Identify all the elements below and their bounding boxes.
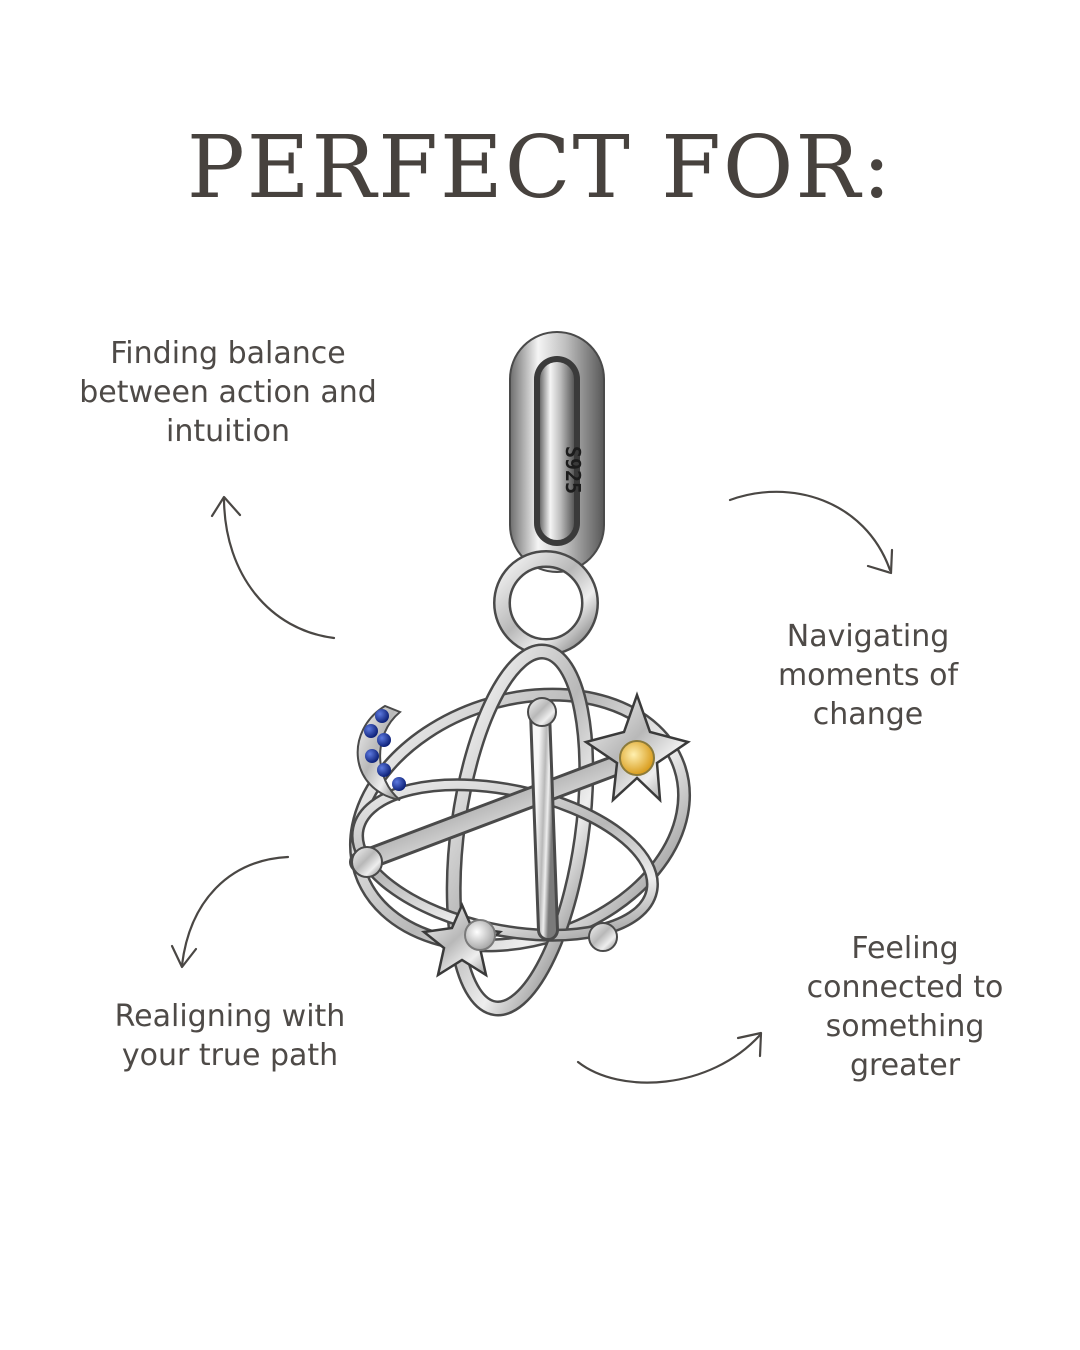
star-charm-large	[583, 691, 691, 804]
caption-line: your true path	[121, 1038, 339, 1073]
blue-stone	[364, 724, 378, 738]
star-charm-small	[420, 901, 504, 978]
caption-line: something	[825, 1009, 985, 1044]
benefit-caption-connected: Feeling connected to something greater	[775, 929, 1035, 1085]
blue-stone	[375, 709, 389, 723]
blue-stone	[392, 777, 406, 791]
yellow-gem	[619, 740, 655, 776]
benefit-caption-balance: Finding balance between action and intui…	[58, 334, 398, 451]
caption-line: connected to	[806, 970, 1004, 1005]
caption-line: Feeling	[851, 931, 959, 966]
caption-line: greater	[849, 1048, 961, 1083]
caption-line: Navigating	[786, 619, 950, 654]
benefit-caption-path: Realigning with your true path	[85, 997, 375, 1075]
caption-line: Realigning with	[114, 999, 346, 1034]
charm-pendant-image: S925	[348, 331, 692, 1017]
caption-line: moments of	[777, 658, 959, 693]
arrow-top-right-icon	[728, 490, 894, 575]
moon-charm	[356, 704, 406, 801]
arrow-bottom-left-icon	[170, 855, 290, 969]
clear-gem	[464, 919, 496, 951]
wand-bar	[349, 697, 641, 952]
caption-line: Finding balance	[110, 336, 346, 371]
arrow-bottom-right-icon	[576, 1031, 763, 1084]
caption-line: between action and	[79, 375, 377, 410]
caption-line: intuition	[166, 414, 290, 449]
pendant-bail: S925	[509, 331, 605, 573]
hallmark-text: S925	[561, 446, 585, 494]
blue-stone	[377, 763, 391, 777]
caption-line: change	[812, 697, 924, 732]
page-title: PERFECT FOR:	[186, 118, 894, 218]
orbit-rings	[348, 643, 692, 1017]
arrow-top-left-icon	[210, 495, 336, 640]
benefit-caption-change: Navigating moments of change	[738, 617, 998, 734]
blue-stone	[365, 749, 379, 763]
blue-stone	[377, 733, 391, 747]
